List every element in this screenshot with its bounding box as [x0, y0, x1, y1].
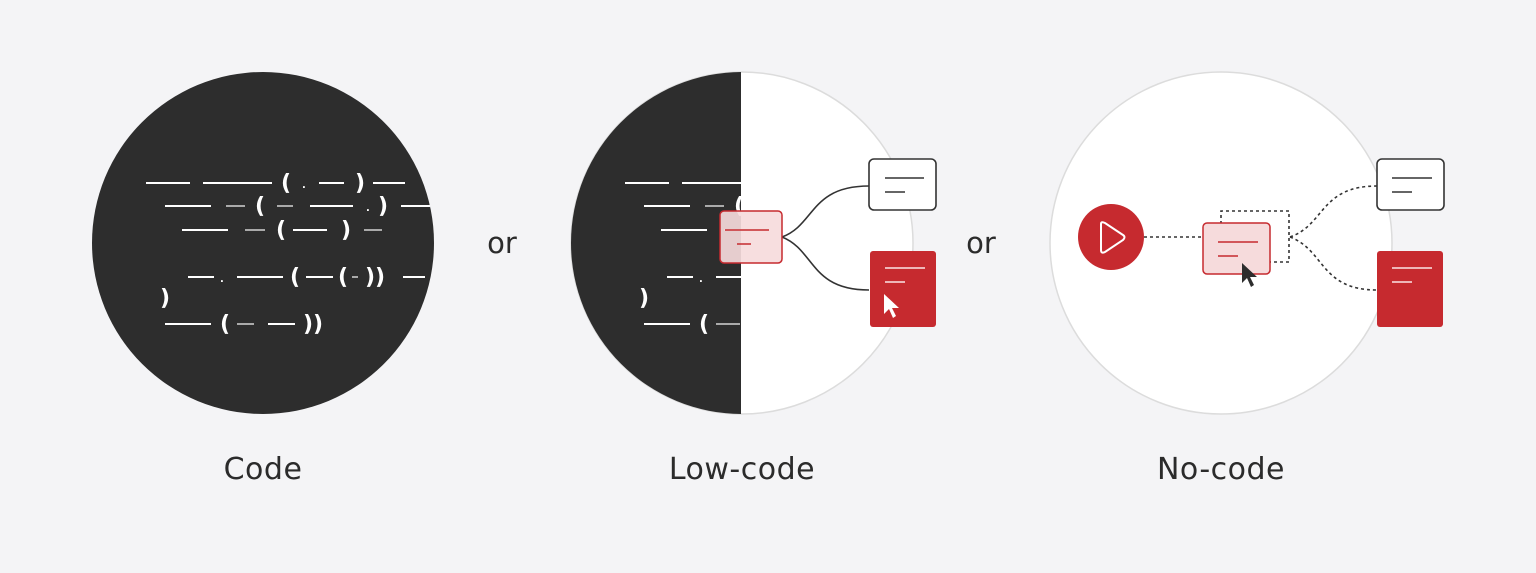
svg-text:.: .: [302, 180, 306, 191]
svg-text:): ): [355, 171, 365, 196]
low-code-node: [719, 210, 783, 264]
svg-text:): ): [160, 286, 170, 311]
svg-text:(: (: [338, 265, 348, 290]
or-separator-1: or: [487, 226, 517, 260]
cursor-icon: [1242, 263, 1257, 287]
svg-text:)): )): [303, 312, 323, 337]
connector-bottom: [781, 236, 870, 291]
label-low-code: Low-code: [668, 452, 816, 487]
no-code-card-red: [1377, 251, 1443, 327]
code-brackets-icon: ( . ) ( . ) ( ) . ( ( )) ) ( )): [160, 171, 388, 337]
low-code-card-red: [870, 251, 936, 327]
svg-text:): ): [378, 194, 388, 219]
low-code-panel: ( . ) (: [570, 71, 937, 415]
connector-top: [781, 185, 870, 238]
cursor-icon: [884, 294, 899, 318]
svg-text:(: (: [255, 194, 265, 219]
or-separator-2: or: [966, 226, 996, 260]
code-panel: ( . ) ( . ) ( ) . ( ( )) ) ( )): [92, 72, 434, 414]
svg-text:): ): [341, 218, 351, 243]
no-code-node: [1202, 222, 1271, 275]
svg-text:(: (: [699, 312, 709, 337]
label-code: Code: [223, 452, 303, 487]
svg-text:.: .: [220, 274, 224, 285]
svg-text:(: (: [281, 171, 291, 196]
no-code-card-white: [1376, 158, 1445, 211]
code-circle: [92, 72, 434, 414]
svg-text:.: .: [366, 203, 370, 214]
play-button-icon: [1078, 204, 1144, 270]
svg-text:(: (: [734, 194, 744, 219]
svg-text:.: .: [699, 274, 703, 285]
svg-text:)): )): [365, 265, 385, 290]
svg-text:(: (: [276, 218, 286, 243]
svg-text:): ): [639, 286, 649, 311]
no-code-panel: [1049, 71, 1445, 415]
code-lines-icon: [146, 182, 430, 325]
svg-text:(: (: [220, 312, 230, 337]
svg-text:(: (: [290, 265, 300, 290]
low-code-card-white: [868, 158, 937, 211]
label-no-code: No-code: [1156, 452, 1286, 487]
